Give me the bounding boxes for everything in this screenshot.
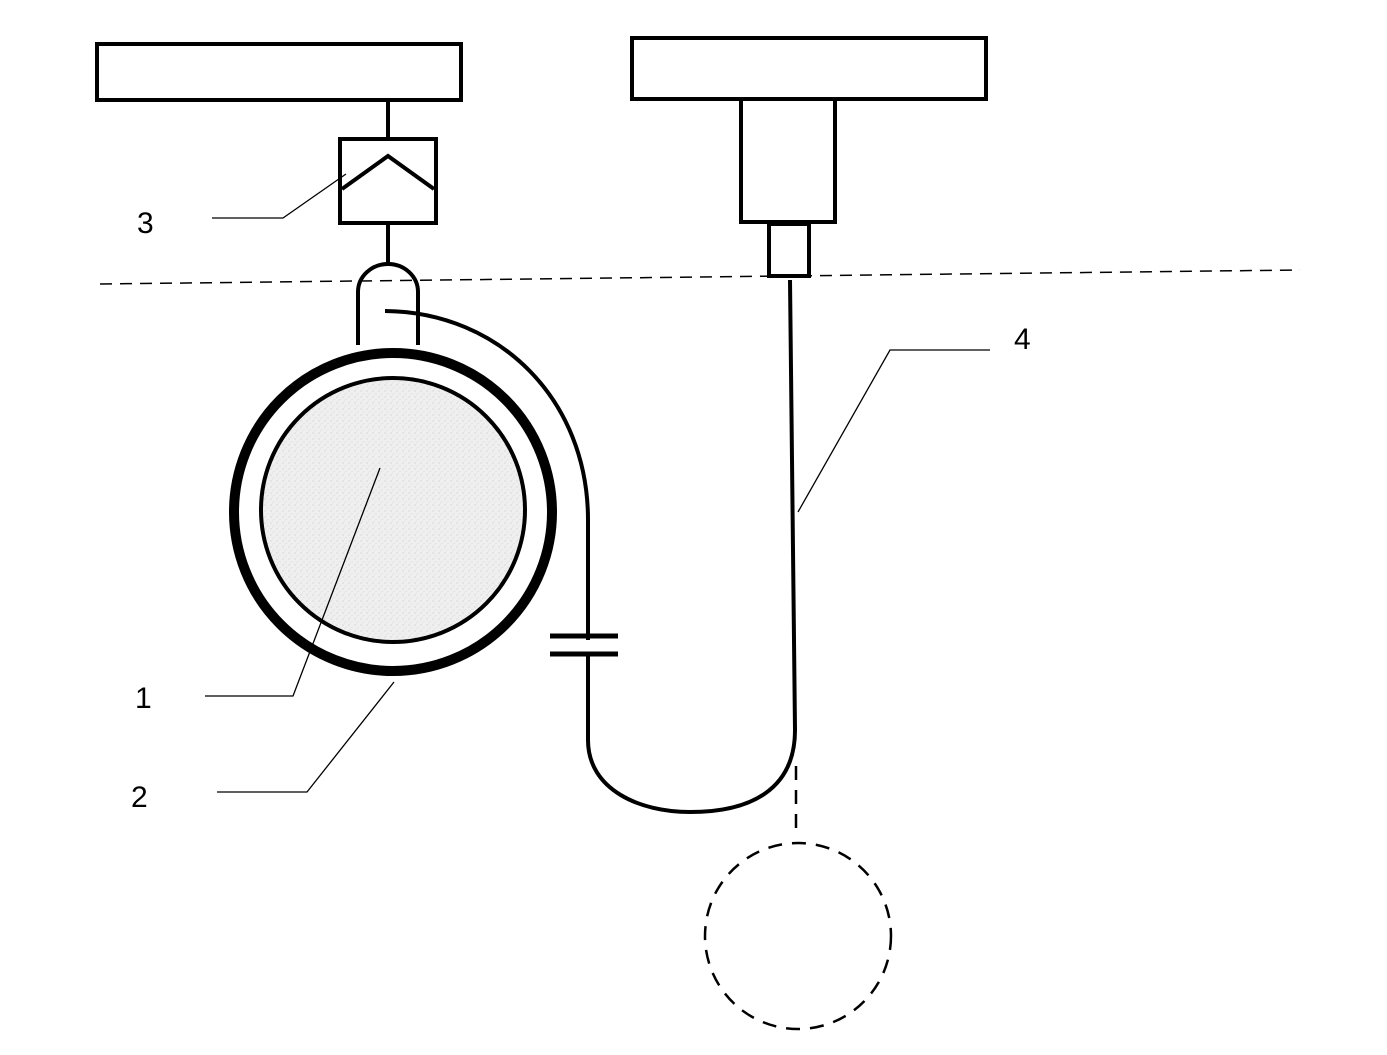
label-4: 4 <box>1014 323 1031 356</box>
left-ceiling-bar <box>95 42 463 102</box>
right-connector <box>767 222 811 278</box>
label-2: 2 <box>131 781 148 814</box>
label-3: 3 <box>137 207 154 240</box>
right-ceiling-bar <box>630 36 988 101</box>
sphere-inner-body <box>259 376 527 644</box>
reference-dashed-line <box>99 269 1301 285</box>
sensor-chevron <box>340 153 436 191</box>
leader-2 <box>217 681 395 793</box>
sphere-outer-shell <box>229 348 557 676</box>
leader-1 <box>205 467 381 697</box>
label-1: 1 <box>135 682 152 715</box>
dashed-sphere-outline <box>703 841 893 1031</box>
hanging-hook <box>356 262 420 345</box>
cable-lower <box>586 279 798 815</box>
cable-upper <box>384 309 590 640</box>
right-holder-block <box>739 97 837 224</box>
leader-3 <box>212 173 347 219</box>
leader-4 <box>797 349 990 513</box>
